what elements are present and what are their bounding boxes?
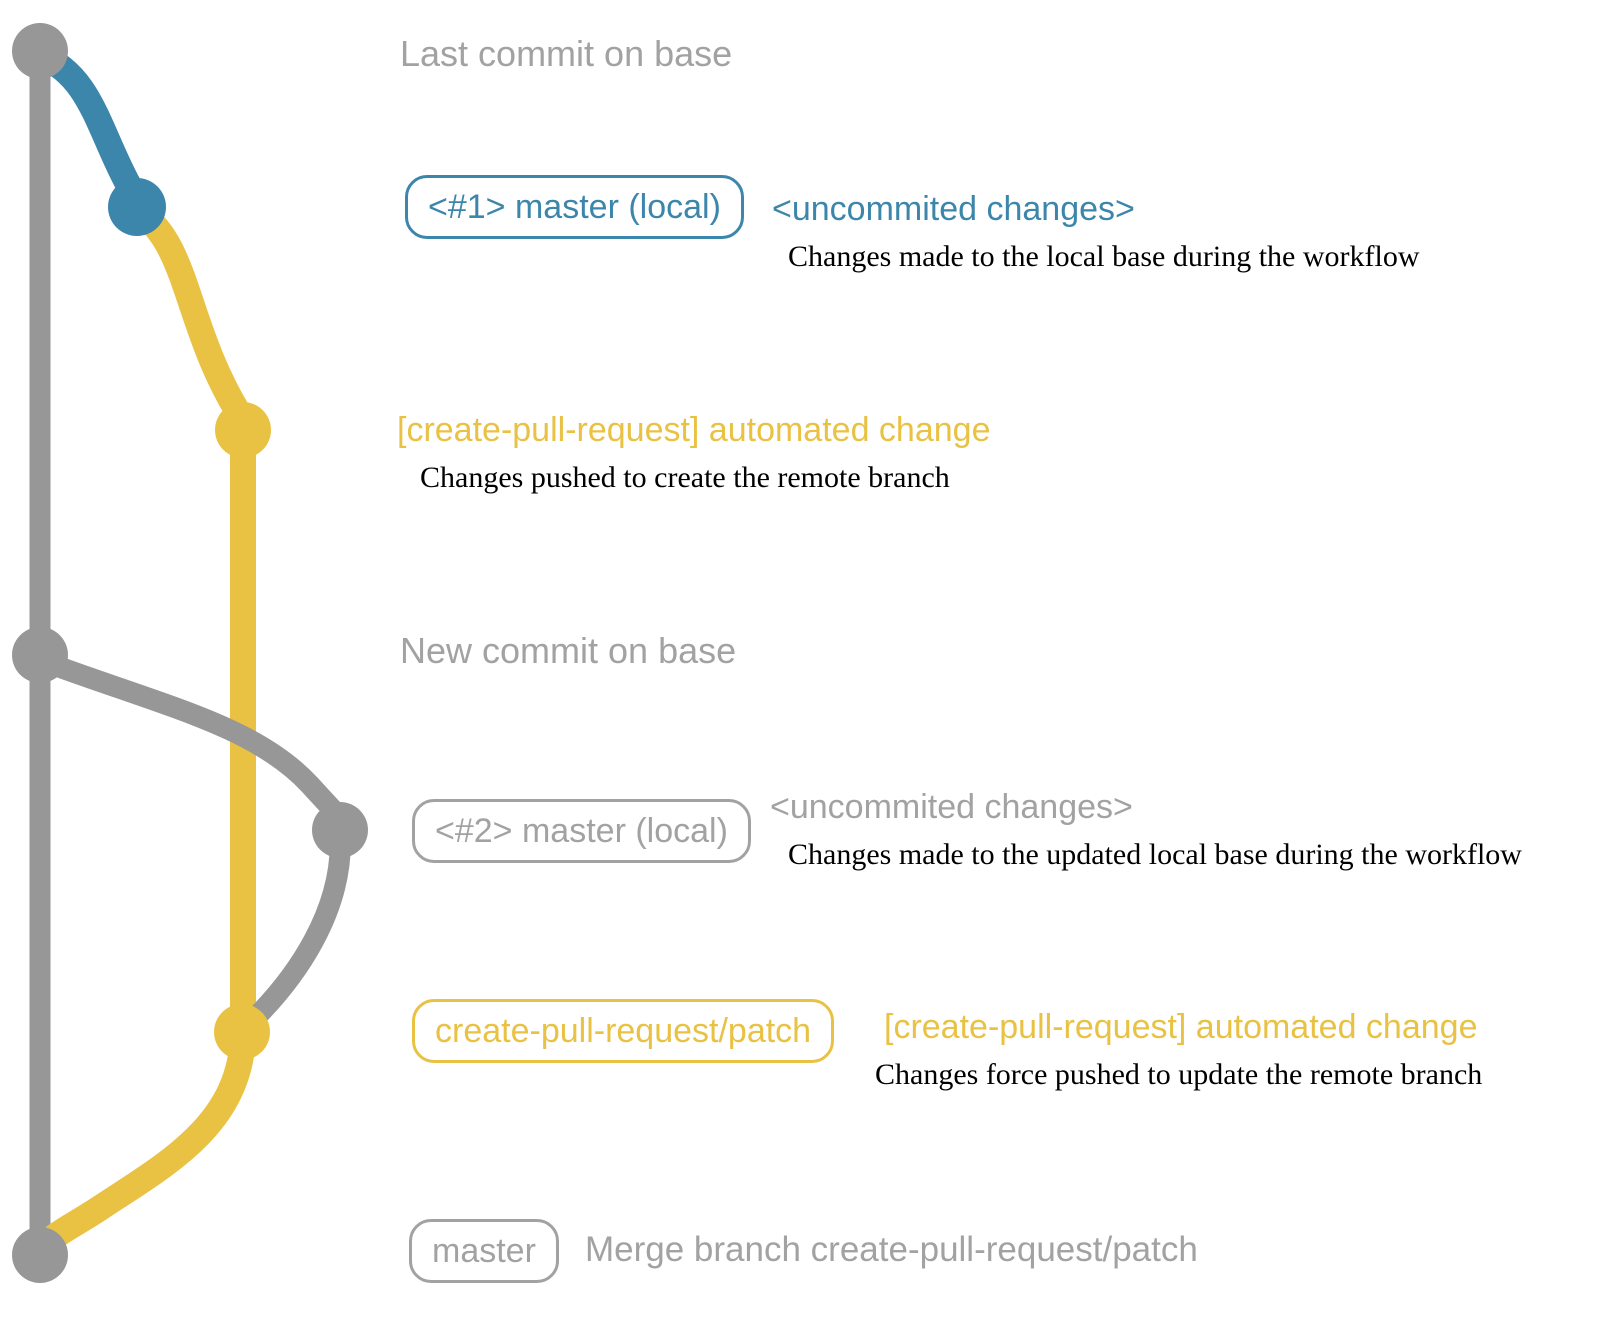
master-local-branch-curve-2 bbox=[36, 650, 357, 836]
label-automated-change-1: [create-pull-request] automated change bbox=[397, 411, 991, 449]
create-pull-request-branch-line bbox=[131, 201, 256, 1032]
commit-dot-new-commit-on-base bbox=[12, 627, 68, 683]
note-last-commit-on-base: Last commit on base bbox=[400, 33, 733, 74]
description-local-base-changes: Changes made to the local base during th… bbox=[788, 240, 1420, 273]
commit-dot-automated-change-1 bbox=[215, 402, 271, 458]
branch-badge-create-pull-request-patch: create-pull-request/patch bbox=[412, 999, 835, 1063]
description-push-remote-branch: Changes pushed to create the remote bran… bbox=[420, 461, 950, 494]
note-new-commit-on-base: New commit on base bbox=[400, 630, 737, 671]
label-uncommited-changes-1: <uncommited changes> bbox=[772, 190, 1135, 228]
description-force-push-remote-branch: Changes force pushed to update the remot… bbox=[875, 1058, 1483, 1091]
merge-curve bbox=[29, 1035, 256, 1259]
branch-badge-master-local-1: <#1> master (local) bbox=[405, 175, 744, 239]
branch-badge-master: master bbox=[409, 1219, 559, 1283]
master-local-branch-curve-1 bbox=[34, 43, 149, 207]
label-uncommited-changes-2: <uncommited changes> bbox=[770, 788, 1133, 826]
label-automated-change-2: [create-pull-request] automated change bbox=[884, 1008, 1478, 1046]
description-updated-local-base-changes: Changes made to the updated local base d… bbox=[788, 838, 1522, 871]
commit-dot-automated-change-2 bbox=[214, 1004, 270, 1060]
commit-dot-merge-commit bbox=[12, 1227, 68, 1283]
commit-dot-last-commit-on-base bbox=[12, 23, 68, 79]
commit-dot-uncommited-changes-2 bbox=[312, 802, 368, 858]
label-merge-branch: Merge branch create-pull-request/patch bbox=[585, 1230, 1198, 1269]
force-push-curve bbox=[240, 831, 351, 1033]
branch-badge-master-local-2: <#2> master (local) bbox=[412, 799, 751, 863]
commit-dot-uncommited-changes-1 bbox=[108, 178, 166, 236]
